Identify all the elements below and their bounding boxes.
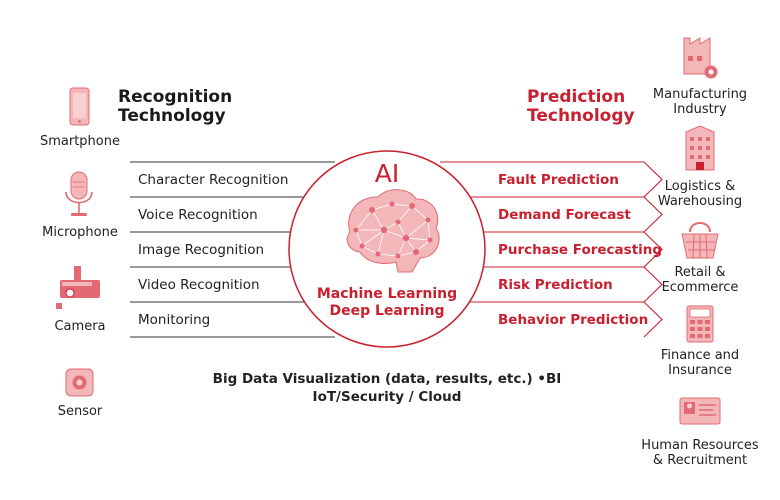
recognition-bands — [130, 161, 335, 338]
industry-label-retail: Retail & Ecommerce — [630, 265, 770, 295]
id-card-icon — [679, 397, 721, 425]
device-label-microphone: Microphone — [42, 225, 118, 240]
warehouse-building-icon — [685, 125, 715, 171]
industry-label-retail-line-2: Ecommerce — [661, 280, 739, 295]
ai-subtitle: Machine Learning Deep Learning — [292, 286, 482, 320]
prediction-heading-line-1: Prediction — [527, 87, 626, 107]
industry-label-logistics-line-1: Logistics & — [664, 179, 736, 194]
device-label-sensor: Sensor — [57, 404, 103, 419]
recognition-item-voice: Voice Recognition — [138, 207, 258, 223]
recognition-heading-line-1: Recognition — [118, 87, 233, 107]
industry-label-manufacturing-line-1: Manufacturing — [652, 87, 748, 102]
recognition-heading-line-2: Technology — [118, 106, 226, 126]
recognition-heading: Recognition Technology — [118, 88, 232, 126]
bottom-caption: Big Data Visualization (data, results, e… — [187, 370, 587, 406]
ai-subtitle-line-2: Deep Learning — [329, 303, 445, 319]
microphone-icon — [65, 171, 93, 216]
industry-label-logistics-line-2: Warehousing — [657, 194, 743, 209]
sensor-icon — [65, 368, 94, 397]
brain-network-icon — [346, 189, 440, 273]
industry-label-finance: Finance and Insurance — [630, 348, 770, 378]
prediction-item-fault: Fault Prediction — [498, 172, 619, 188]
prediction-heading: Prediction Technology — [527, 88, 635, 126]
pred-arrow-0 — [440, 161, 663, 198]
prediction-item-risk: Risk Prediction — [498, 277, 613, 293]
industry-label-finance-line-2: Insurance — [668, 363, 732, 378]
industry-label-hr: Human Resources & Recruitment — [630, 438, 770, 468]
industry-label-retail-line-1: Retail & — [674, 265, 726, 280]
industry-label-hr-line-1: Human Resources — [641, 438, 759, 453]
recognition-item-image: Image Recognition — [138, 242, 265, 258]
pred-arrow-3 — [440, 266, 663, 303]
industry-label-finance-line-1: Finance and — [660, 348, 740, 363]
prediction-item-behavior: Behavior Prediction — [498, 312, 649, 328]
device-label-camera: Camera — [54, 319, 106, 334]
device-label-smartphone: Smartphone — [39, 134, 120, 149]
smartphone-icon — [69, 87, 90, 126]
industry-label-manufacturing-line-2: Industry — [673, 102, 727, 117]
industry-label-logistics: Logistics & Warehousing — [630, 179, 770, 209]
prediction-item-demand: Demand Forecast — [498, 207, 631, 223]
ai-subtitle-line-1: Machine Learning — [316, 286, 458, 302]
ai-title: AI — [374, 159, 400, 188]
recognition-item-monitoring: Monitoring — [138, 312, 211, 328]
pred-arrow-2 — [440, 231, 663, 268]
bottom-caption-line-2: IoT/Security / Cloud — [312, 389, 462, 405]
pred-arrow-1 — [440, 196, 663, 233]
industry-label-manufacturing: Manufacturing Industry — [630, 87, 770, 117]
bottom-caption-line-1: Big Data Visualization (data, results, e… — [212, 371, 562, 387]
recognition-item-video: Video Recognition — [138, 277, 260, 293]
prediction-heading-line-2: Technology — [527, 106, 635, 126]
prediction-item-purchase: Purchase Forecasting — [498, 242, 663, 258]
calculator-icon — [686, 305, 714, 343]
factory-icon — [683, 37, 718, 79]
pred-arrow-4 — [440, 301, 663, 338]
recognition-item-character: Character Recognition — [138, 172, 289, 188]
industry-label-hr-line-2: & Recruitment — [652, 453, 748, 468]
shopping-basket-icon — [681, 222, 719, 259]
prediction-bands — [440, 161, 663, 338]
camera-icon — [56, 266, 100, 309]
